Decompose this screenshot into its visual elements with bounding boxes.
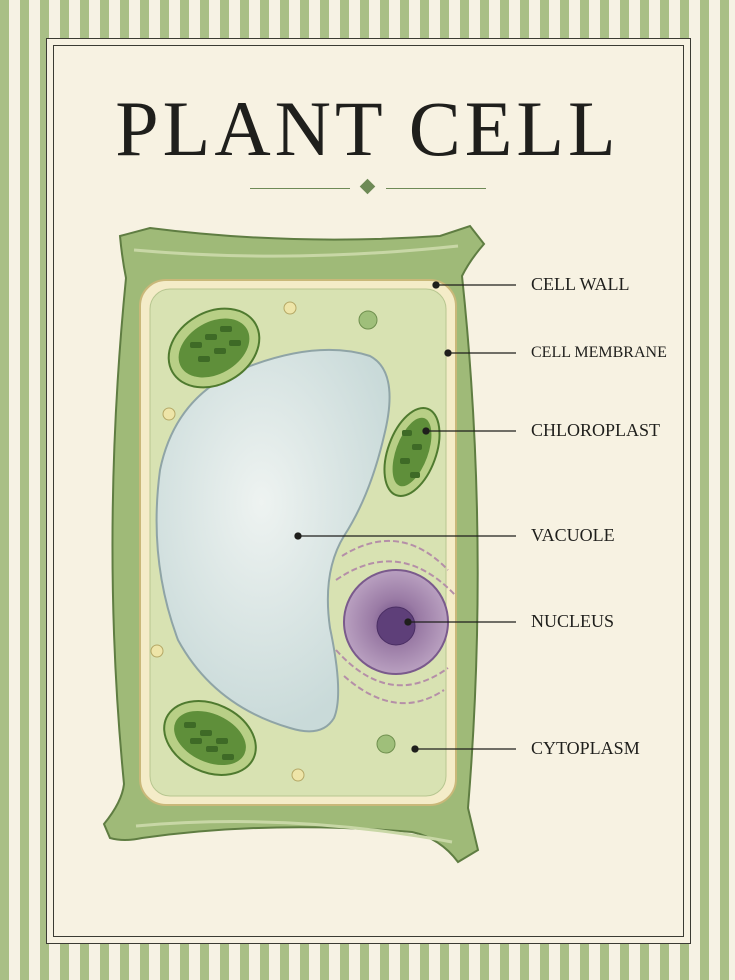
label-cell-membrane: CELL MEMBRANE (531, 344, 667, 361)
label-chloroplast: CHLOROPLAST (531, 420, 661, 440)
chloroplast-top-left (167, 307, 261, 389)
chloroplast-right (383, 407, 441, 497)
label-vacuole: VACUOLE (531, 525, 615, 545)
endoplasmic-reticulum (335, 539, 457, 704)
chloroplast-bottom-left (163, 700, 257, 776)
label-nucleus: NUCLEUS (531, 611, 615, 631)
inner-frame (53, 45, 684, 937)
top-stripe-border (0, 0, 735, 34)
cytoplasm-vesicles (358, 310, 396, 754)
label-cell-wall: CELL WALL (531, 274, 630, 294)
nucleus (343, 569, 449, 675)
cytoplasm-granules (150, 301, 305, 782)
leader-lines (294, 281, 516, 753)
bottom-stripe-border (0, 946, 735, 980)
title-divider-right (386, 188, 486, 189)
label-cytoplasm: CYTOPLASM (531, 738, 640, 758)
title-divider-left (250, 188, 350, 189)
page-title: PLANT CELL (115, 85, 620, 172)
vacuole (155, 348, 391, 733)
